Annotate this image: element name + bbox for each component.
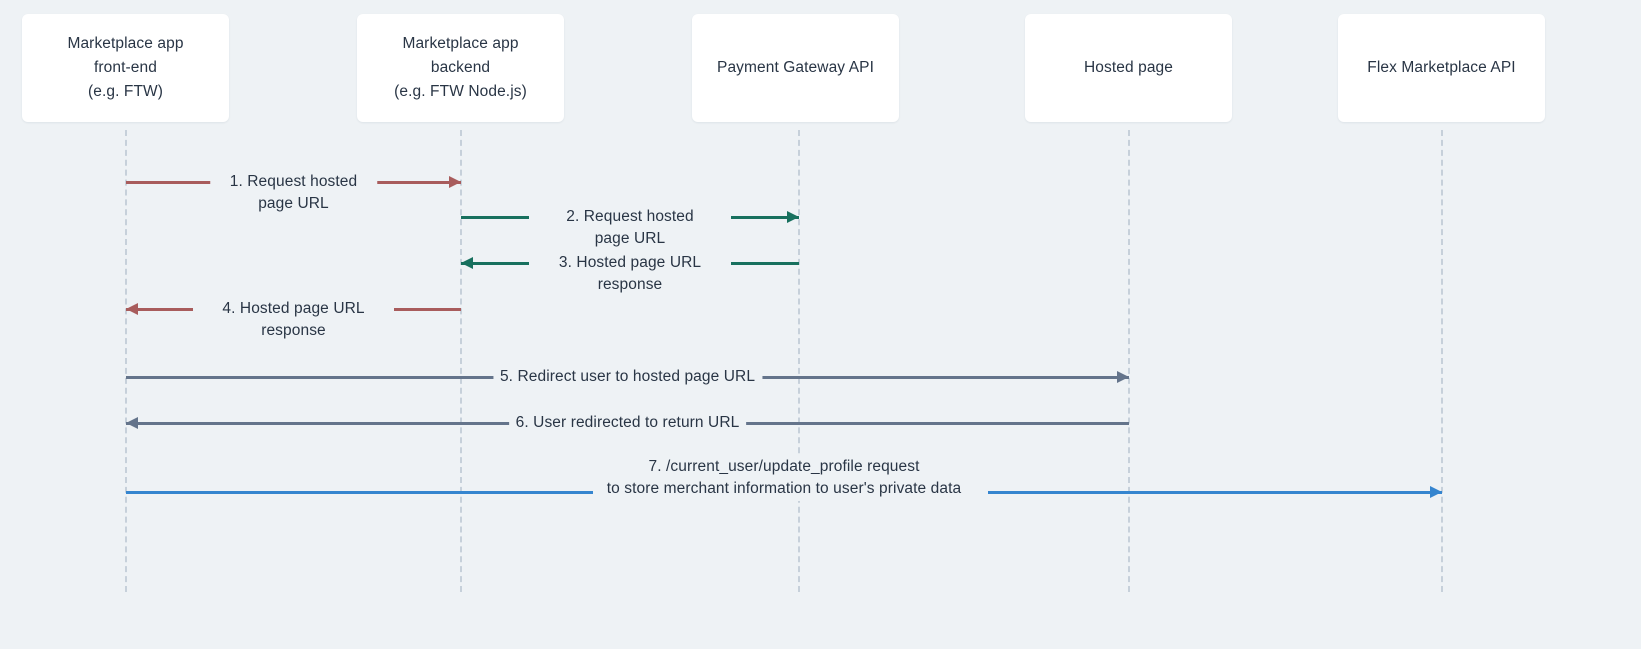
message-5-label: 5. Redirect user to hosted page URL bbox=[492, 366, 763, 389]
message-7-line-left bbox=[126, 490, 594, 494]
participant-label-hosted-page: Hosted page bbox=[1084, 58, 1173, 76]
lifeline-frontend bbox=[125, 130, 127, 592]
participant-box-frontend: Marketplace app front-end (e.g. FTW) bbox=[22, 14, 229, 122]
lifeline-payment-gateway-api bbox=[798, 130, 800, 592]
message-7-line-right bbox=[987, 490, 1442, 494]
message-6-line-left bbox=[126, 421, 518, 425]
participant-box-backend: Marketplace app backend (e.g. FTW Node.j… bbox=[357, 14, 564, 122]
message-2-line-left bbox=[461, 215, 529, 219]
message-5-line-left bbox=[126, 375, 508, 379]
message-3-line-right bbox=[731, 261, 799, 265]
message-2-line-right bbox=[731, 215, 799, 219]
message-5-arrowhead bbox=[1117, 371, 1129, 383]
message-1-arrowhead bbox=[449, 176, 461, 188]
message-6-label: 6. User redirected to return URL bbox=[508, 412, 747, 435]
message-2-arrowhead bbox=[787, 211, 799, 223]
message-5-line-right bbox=[747, 375, 1129, 379]
participant-label-payment-gateway-api: Payment Gateway API bbox=[717, 58, 874, 76]
message-6-line-right bbox=[737, 421, 1129, 425]
message-4-line-left bbox=[126, 307, 193, 311]
participant-label-flex-marketplace-api: Flex Marketplace API bbox=[1367, 58, 1516, 76]
lifeline-flex-marketplace-api bbox=[1441, 130, 1443, 592]
message-1-line-right bbox=[327, 180, 461, 184]
participant-label-backend: Marketplace app backend (e.g. FTW Node.j… bbox=[394, 34, 527, 100]
message-4-line-right bbox=[394, 307, 461, 311]
message-4-arrowhead bbox=[126, 303, 138, 315]
participant-box-hosted-page: Hosted page bbox=[1025, 14, 1232, 122]
message-3-label: 3. Hosted page URL response bbox=[545, 252, 715, 297]
lifeline-backend bbox=[460, 130, 462, 592]
message-7-arrowhead bbox=[1430, 486, 1442, 498]
lifeline-hosted-page bbox=[1128, 130, 1130, 592]
message-1-line-left bbox=[126, 180, 260, 184]
message-7-label: 7. /current_user/update_profile request … bbox=[599, 456, 969, 501]
message-1-label: 1. Request hosted page URL bbox=[209, 171, 378, 216]
message-2-label: 2. Request hosted page URL bbox=[545, 206, 715, 251]
message-3-arrowhead bbox=[461, 257, 473, 269]
participant-box-payment-gateway-api: Payment Gateway API bbox=[692, 14, 899, 122]
message-6-arrowhead bbox=[126, 417, 138, 429]
message-3-line-left bbox=[461, 261, 529, 265]
message-4-label: 4. Hosted page URL response bbox=[209, 298, 378, 343]
participant-box-flex-marketplace-api: Flex Marketplace API bbox=[1338, 14, 1545, 122]
participant-label-frontend: Marketplace app front-end (e.g. FTW) bbox=[67, 34, 184, 100]
